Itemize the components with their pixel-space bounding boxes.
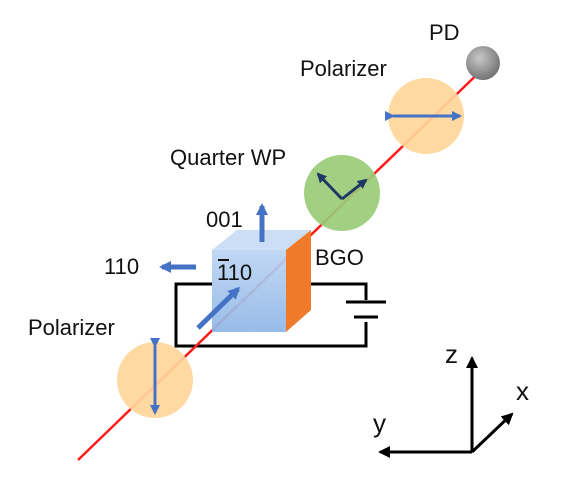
axis-x-arrow (470, 412, 514, 454)
bgo-label: BGO (315, 245, 364, 270)
quarter-waveplate (304, 155, 380, 231)
pd-label: PD (429, 20, 460, 45)
direction-bar110-label: 110 (217, 260, 252, 285)
circuit-wire-right (300, 282, 368, 300)
waveplate-slow-axis-arrow (341, 178, 368, 201)
axis-y-label: y (373, 408, 386, 438)
coordinate-axes (378, 356, 514, 458)
circuit-wire-left (174, 282, 368, 348)
waveplate-fast-axis-arrow (316, 172, 344, 201)
axis-x-label: x (516, 376, 529, 406)
polarizer-bottom-label: Polarizer (28, 315, 115, 340)
electrode-circuit (174, 282, 368, 348)
direction-110-label: 110 (104, 254, 139, 279)
crystal-front-face (212, 250, 286, 332)
quarter-wp-label: Quarter WP (170, 145, 286, 170)
direction-001-label: 001 (206, 207, 243, 232)
direction-bar110-arrow (196, 286, 241, 330)
axis-z-label: z (445, 339, 458, 369)
crystal-side-face (286, 230, 311, 332)
photodiode-sphere-icon (466, 46, 500, 80)
battery-icon (346, 300, 386, 319)
polarizer-top-label: Polarizer (300, 56, 387, 81)
